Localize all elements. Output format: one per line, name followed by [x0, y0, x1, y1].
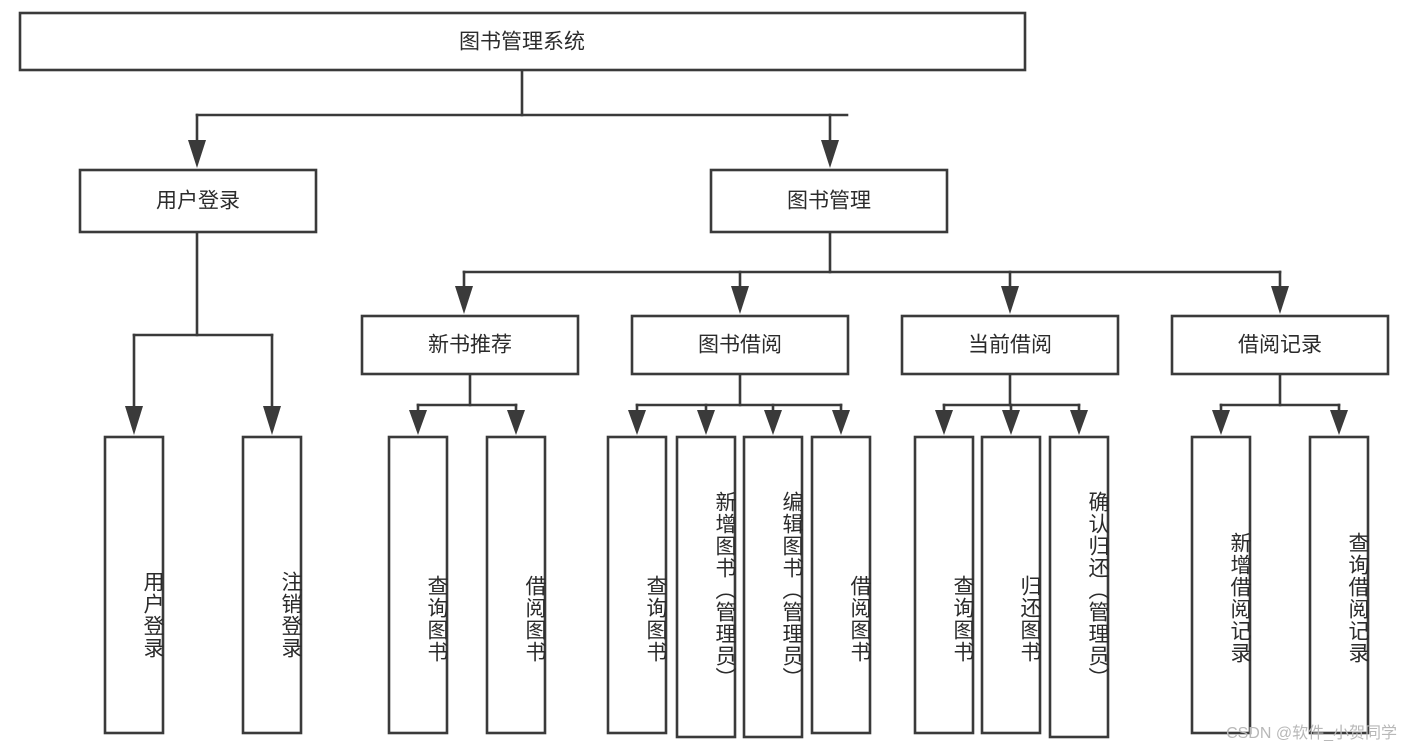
node-root-system[interactable]: 图书管理系统	[18, 11, 1027, 72]
connector-newbook-to-leaves	[409, 373, 525, 435]
node-leaf-current-borrow-2[interactable]	[980, 435, 1042, 735]
node-new-book-recommend[interactable]: 新书推荐	[360, 314, 580, 376]
node-label-root: 图书管理系统	[459, 31, 585, 54]
node-leaf-new-book-1[interactable]	[387, 435, 449, 735]
node-label-borrow-record: 借阅记录	[1238, 334, 1322, 357]
node-label-new-book-recommend: 新书推荐	[428, 334, 512, 357]
node-label-current-borrow: 当前借阅	[968, 334, 1052, 357]
node-label-user-login: 用户登录	[156, 190, 240, 213]
node-label-book-management: 图书管理	[787, 190, 871, 213]
node-leaf-borrow-record-1[interactable]	[1190, 435, 1252, 735]
node-leaf-new-book-2[interactable]	[485, 435, 547, 735]
node-leaf-current-borrow-1[interactable]	[913, 435, 975, 735]
node-leaf-user-login-1[interactable]	[103, 435, 165, 735]
node-book-management[interactable]: 图书管理	[709, 168, 949, 234]
node-leaf-book-borrow-1[interactable]	[606, 435, 668, 735]
node-user-login[interactable]: 用户登录	[78, 168, 318, 234]
node-leaf-book-borrow-4[interactable]	[810, 435, 872, 735]
node-leaf-user-login-2[interactable]	[241, 435, 303, 735]
connector-bookmgmt-to-level3	[455, 230, 1289, 314]
connector-bookborrow-to-leaves	[628, 373, 850, 435]
node-current-borrow[interactable]: 当前借阅	[900, 314, 1120, 376]
node-leaf-book-borrow-2[interactable]	[675, 435, 737, 739]
connector-currentborrow-to-leaves	[935, 373, 1088, 435]
connector-root-to-level2	[188, 68, 849, 168]
node-leaf-current-borrow-3[interactable]	[1048, 435, 1110, 739]
node-book-borrow[interactable]: 图书借阅	[630, 314, 850, 376]
connector-userlogin-to-leaves	[125, 230, 281, 435]
connector-borrowrecord-to-leaves	[1212, 373, 1348, 435]
watermark-text: CSDN @软件_小贺同学	[1226, 725, 1397, 742]
node-leaf-book-borrow-3[interactable]	[742, 435, 804, 739]
node-borrow-record[interactable]: 借阅记录	[1170, 314, 1390, 376]
node-label-book-borrow: 图书借阅	[698, 334, 782, 357]
node-leaf-borrow-record-2[interactable]	[1308, 435, 1370, 735]
